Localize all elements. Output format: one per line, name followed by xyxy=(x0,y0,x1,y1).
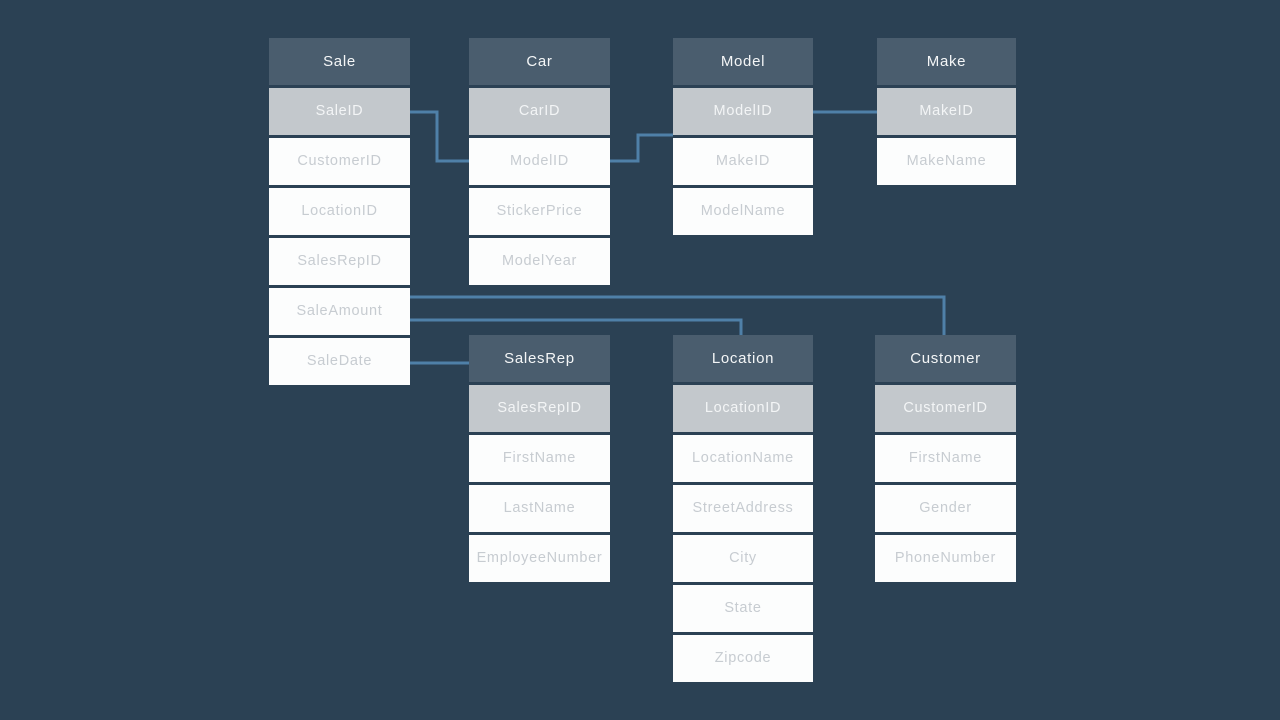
field-row-locationname[interactable]: LocationName xyxy=(673,435,813,482)
table-header-car[interactable]: Car xyxy=(469,38,610,85)
field-row-saledate[interactable]: SaleDate xyxy=(269,338,410,385)
field-row-salesrepid[interactable]: SalesRepID xyxy=(469,385,610,432)
field-row-locationid[interactable]: LocationID xyxy=(673,385,813,432)
table-header-customer[interactable]: Customer xyxy=(875,335,1016,382)
field-row-state[interactable]: State xyxy=(673,585,813,632)
field-row-streetaddress[interactable]: StreetAddress xyxy=(673,485,813,532)
table-header-sale[interactable]: Sale xyxy=(269,38,410,85)
table-header-make[interactable]: Make xyxy=(877,38,1016,85)
field-row-modelid[interactable]: ModelID xyxy=(673,88,813,135)
field-row-modelid[interactable]: ModelID xyxy=(469,138,610,185)
field-row-phonenumber[interactable]: PhoneNumber xyxy=(875,535,1016,582)
field-row-gender[interactable]: Gender xyxy=(875,485,1016,532)
field-row-modelyear[interactable]: ModelYear xyxy=(469,238,610,285)
field-row-saleid[interactable]: SaleID xyxy=(269,88,410,135)
field-row-makeid[interactable]: MakeID xyxy=(673,138,813,185)
field-row-city[interactable]: City xyxy=(673,535,813,582)
field-row-locationid[interactable]: LocationID xyxy=(269,188,410,235)
table-header-location[interactable]: Location xyxy=(673,335,813,382)
field-row-lastname[interactable]: LastName xyxy=(469,485,610,532)
table-header-model[interactable]: Model xyxy=(673,38,813,85)
table-header-salesrep[interactable]: SalesRep xyxy=(469,335,610,382)
field-row-firstname[interactable]: FirstName xyxy=(469,435,610,482)
field-row-employeenumber[interactable]: EmployeeNumber xyxy=(469,535,610,582)
field-row-makename[interactable]: MakeName xyxy=(877,138,1016,185)
field-row-modelname[interactable]: ModelName xyxy=(673,188,813,235)
field-row-carid[interactable]: CarID xyxy=(469,88,610,135)
relationship-line-sale-saleid-to-car-modelid xyxy=(410,110,469,163)
field-row-saleamount[interactable]: SaleAmount xyxy=(269,288,410,335)
field-row-customerid[interactable]: CustomerID xyxy=(875,385,1016,432)
field-row-salesrepid[interactable]: SalesRepID xyxy=(269,238,410,285)
field-row-makeid[interactable]: MakeID xyxy=(877,88,1016,135)
field-row-customerid[interactable]: CustomerID xyxy=(269,138,410,185)
field-row-firstname[interactable]: FirstName xyxy=(875,435,1016,482)
field-row-stickerprice[interactable]: StickerPrice xyxy=(469,188,610,235)
relationship-line-car-modelid-to-model-modelid xyxy=(610,133,673,163)
field-row-zipcode[interactable]: Zipcode xyxy=(673,635,813,682)
relationship-line-sale-to-customer xyxy=(410,295,946,337)
